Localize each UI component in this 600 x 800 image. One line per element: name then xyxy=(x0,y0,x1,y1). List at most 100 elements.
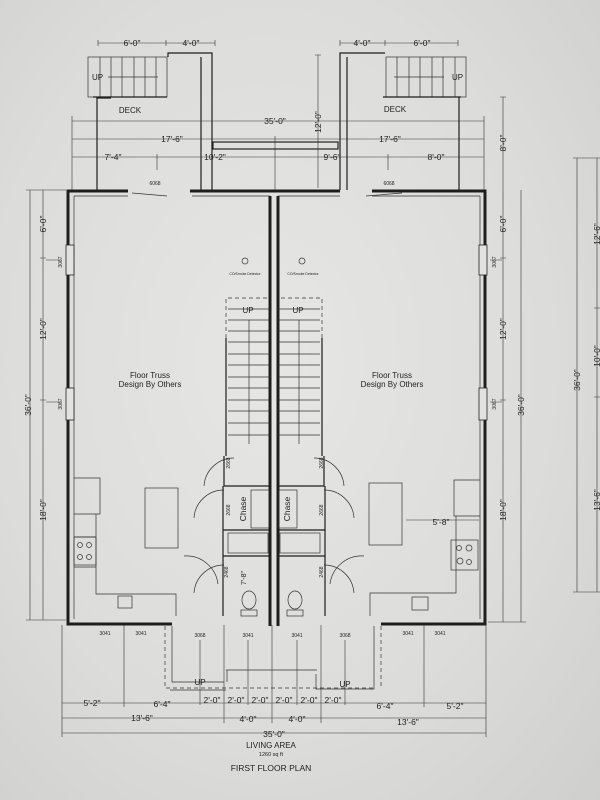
truss-note: Floor Truss xyxy=(130,371,170,380)
exterior-walls xyxy=(65,189,488,626)
dim-label: 5'-2" xyxy=(447,701,464,711)
dim-label: 13'-6" xyxy=(592,489,600,511)
stove-icon xyxy=(73,536,97,566)
dim-label: 7'-8" xyxy=(241,571,248,585)
dim-label: 18'-0" xyxy=(38,499,48,521)
dim-label: 6'-4" xyxy=(154,699,171,709)
window-label: 3067 xyxy=(492,398,498,409)
bottom-dims-row1: 5'-2" 6'-4" 2'-0" 2'-0" 2'-0" 2'-0" 2'-0… xyxy=(84,695,464,711)
dim-label: 6'-0" xyxy=(498,216,508,233)
dim-label: 9'-6" xyxy=(324,152,341,162)
interior-stairs: UP UP xyxy=(225,297,323,456)
door-label: 3068 xyxy=(194,633,205,639)
chase-label: Chase xyxy=(238,496,248,521)
dim-label: 6'-0" xyxy=(38,216,48,233)
dim-label: 5'-2" xyxy=(84,698,101,708)
window-label: 3041 xyxy=(434,631,445,637)
smoke-detector-icon xyxy=(298,257,306,265)
door-label: 6068 xyxy=(149,181,160,187)
right-deck: UP DECK xyxy=(339,52,467,190)
dim-label: 2'-0" xyxy=(276,695,293,705)
dim-label: 2'-0" xyxy=(252,695,269,705)
door-label: 2468 xyxy=(224,566,230,577)
area-label: LIVING AREA xyxy=(246,741,296,750)
deck-label: DECK xyxy=(384,105,407,114)
dim-label: 12'-6" xyxy=(592,223,600,245)
left-deck: UP DECK xyxy=(87,52,213,190)
dim-label: 8'-0" xyxy=(498,135,508,152)
window-label: 3041 xyxy=(242,633,253,639)
dim-label: 2'-0" xyxy=(301,695,318,705)
stair-up-label: UP xyxy=(292,306,303,315)
dim-label: 6'-4" xyxy=(377,701,394,711)
detector-label: CO/Smoke Detector xyxy=(229,272,261,276)
dim-label: 10'-0" xyxy=(592,345,600,367)
door-label: 3068 xyxy=(339,633,350,639)
truss-note: Floor Truss xyxy=(372,371,412,380)
beam xyxy=(212,141,339,150)
dim-label: 12'-0" xyxy=(38,318,48,340)
detector-label: CO/Smoke Detector xyxy=(287,272,319,276)
plan-title: FIRST FLOOR PLAN xyxy=(231,763,312,773)
deck-label: DECK xyxy=(119,106,142,115)
dim-label: 36'-0" xyxy=(572,369,582,391)
dim-label: 18'-0" xyxy=(498,499,508,521)
dim-label: 2'-0" xyxy=(228,695,245,705)
window-label: 3067 xyxy=(58,398,64,409)
dim-label: 7'-4" xyxy=(105,152,122,162)
dim-label: 2'-0" xyxy=(204,695,221,705)
dim-label: 2'-0" xyxy=(325,695,342,705)
dim-label: 35'-0" xyxy=(264,116,286,126)
dim-label: 6'-0" xyxy=(414,38,431,48)
deck-stair-up-label: UP xyxy=(452,73,463,82)
bottom-dims-row2: 13'-6" 4'-0" 4'-0" 13'-6" xyxy=(131,713,419,727)
window-label: 3067 xyxy=(492,256,498,267)
dim-label: 17'-6" xyxy=(379,134,401,144)
dim-label: 12'-0" xyxy=(313,111,323,133)
window-label: 3041 xyxy=(402,631,413,637)
sink-icon xyxy=(411,596,429,611)
dim-label: 4'-0" xyxy=(183,38,200,48)
dim-label: 8'-0" xyxy=(428,152,445,162)
stove-icon xyxy=(450,539,479,571)
chase-label: Chase xyxy=(282,496,292,521)
door-label: 6068 xyxy=(383,181,394,187)
toilet-icon xyxy=(241,590,257,610)
window-label: 3041 xyxy=(99,631,110,637)
door-label: 2468 xyxy=(319,566,325,577)
bottom-window-labels: 3041 3041 3068 3041 3041 3068 3041 3041 xyxy=(99,631,445,639)
door-label: 2668 xyxy=(319,504,325,515)
dim-label: 4'-0" xyxy=(354,38,371,48)
dim-label: 6'-0" xyxy=(124,38,141,48)
dim-label: 36'-0" xyxy=(23,394,33,416)
window-label: 3041 xyxy=(291,633,302,639)
dim-label: 4'-0" xyxy=(289,714,306,724)
window-label: 3041 xyxy=(135,631,146,637)
truss-note: Design By Others xyxy=(119,380,182,389)
window-label: 3067 xyxy=(58,256,64,267)
dim-label: 12'-0" xyxy=(498,318,508,340)
core-rooms: Chase Chase 2668 2668 2668 2668 2468 246… xyxy=(183,456,365,617)
sink-icon xyxy=(117,595,133,609)
dim-label: 13'-6" xyxy=(397,717,419,727)
left-kitchen xyxy=(73,477,179,616)
deck-stair-up-label: UP xyxy=(92,73,103,82)
smoke-detector-icon xyxy=(241,257,249,265)
dim-label: 36'-0" xyxy=(516,394,526,416)
dim-label: 13'-6" xyxy=(131,713,153,723)
dim-label: 17'-6" xyxy=(161,134,183,144)
door-label: 2668 xyxy=(226,457,232,468)
dim-label: 5'-8" xyxy=(433,517,450,527)
stair-up-label: UP xyxy=(242,306,253,315)
door-label: 2668 xyxy=(226,504,232,515)
dim-label: 10'-2" xyxy=(204,152,226,162)
toilet-icon xyxy=(287,590,303,610)
truss-note: Design By Others xyxy=(361,380,424,389)
dim-label: 4'-0" xyxy=(240,714,257,724)
door-label: 2668 xyxy=(319,457,325,468)
area-value: 1260 sq ft xyxy=(259,752,284,758)
dim-label: 35'-0" xyxy=(263,729,285,739)
right-kitchen: 5'-8" xyxy=(368,479,480,616)
